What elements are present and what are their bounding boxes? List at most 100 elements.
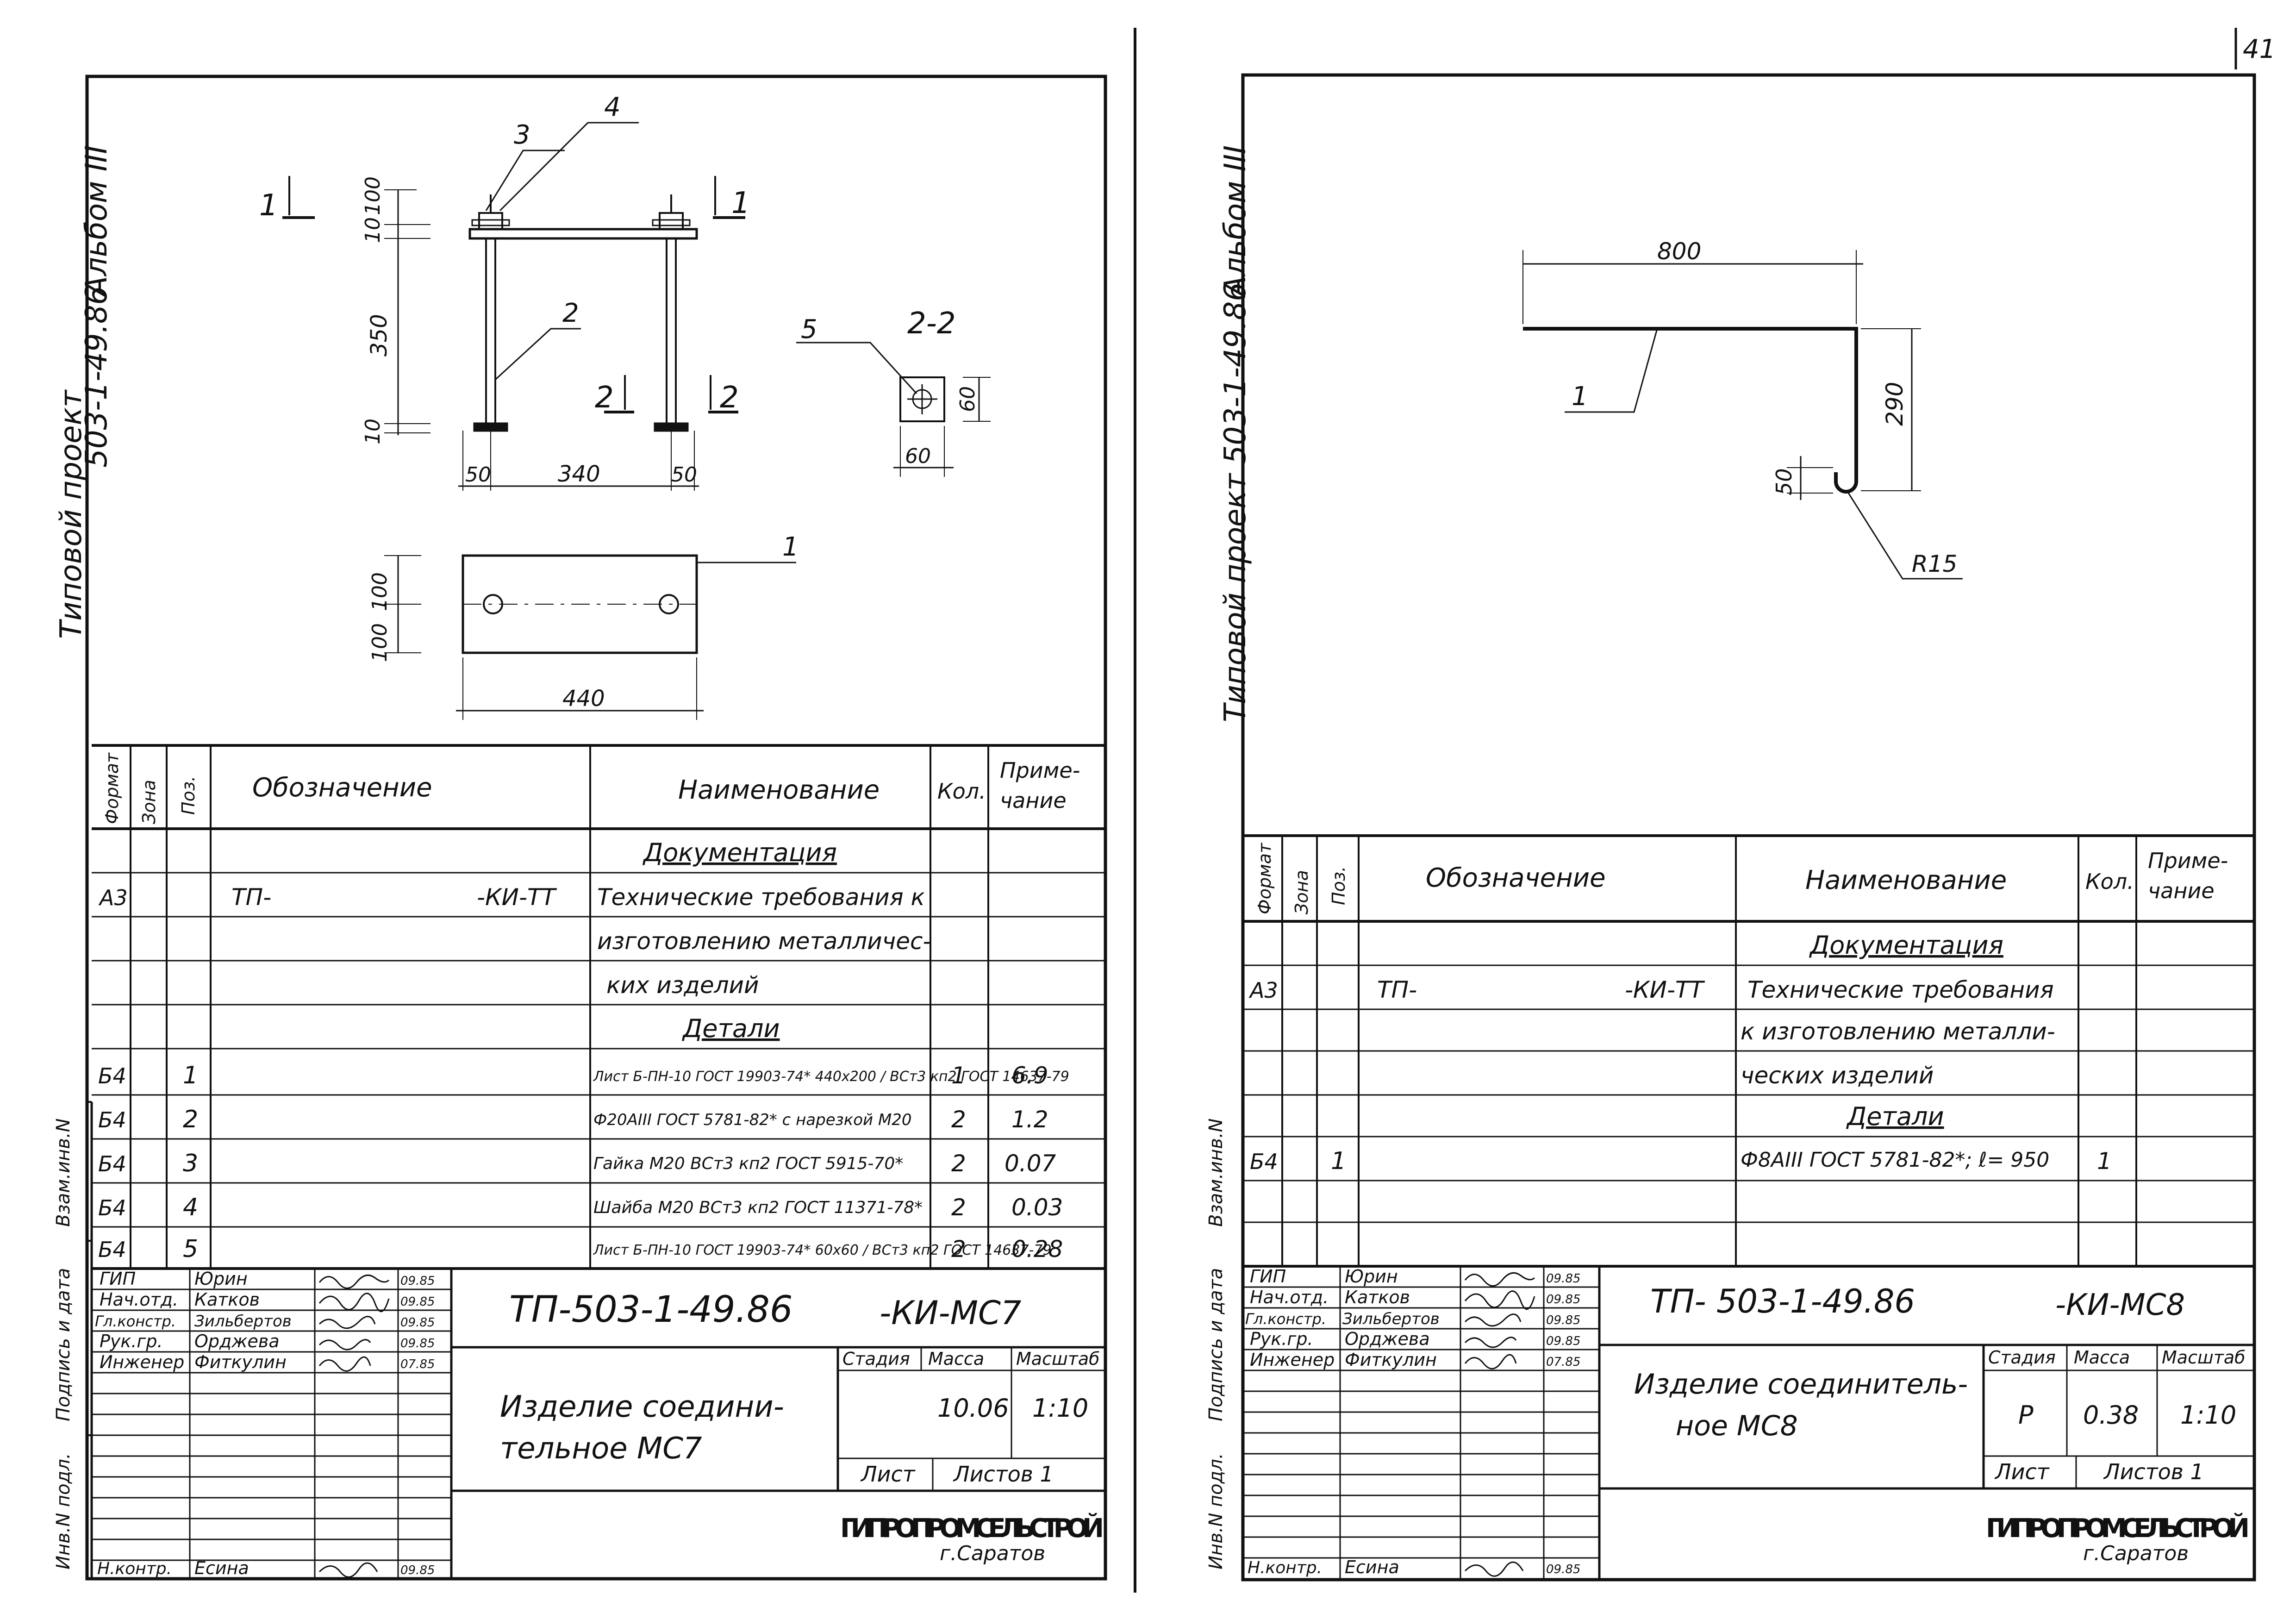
left-hdr-zone: Зона xyxy=(139,780,159,824)
right-sheet-frame xyxy=(1241,73,2256,1582)
pos-4: 4 xyxy=(604,92,621,122)
left-signer-2-date: 09.85 xyxy=(400,1316,435,1330)
left-margin-inv: Взам.инв.N xyxy=(53,1119,74,1227)
left-row-9-note: 0.28 xyxy=(1011,1236,1063,1263)
right-row-2-name: к изготовлению металли- xyxy=(1741,1018,2055,1045)
cut2-right: 2 xyxy=(720,381,739,415)
right-signer-0-name: Юрин xyxy=(1345,1266,1398,1287)
right-stage-label: Стадия xyxy=(1988,1347,2056,1368)
left-side-title-2: 503-1-49.86 xyxy=(80,286,114,468)
left-row-9-pos: 5 xyxy=(183,1235,198,1263)
left-signer-1-name: Катков xyxy=(194,1289,260,1310)
dim-60v: 60 xyxy=(956,386,980,412)
left-stage-label: Стадия xyxy=(842,1349,910,1369)
right-row-1-name: Технические требования xyxy=(1747,976,2054,1003)
right-stage: Р xyxy=(2018,1400,2034,1430)
right-hdr-qty: Кол. xyxy=(2085,869,2134,894)
left-signer-0-name: Юрин xyxy=(194,1269,248,1289)
right-hdr-pos: Поз. xyxy=(1329,866,1349,905)
pos-2: 2 xyxy=(562,298,579,328)
left-signer-2-role: Гл.констр. xyxy=(95,1313,176,1330)
dim-340: 340 xyxy=(558,461,600,487)
left-side-title-3: Типовой проект xyxy=(54,389,88,639)
right-signer-3-date: 09.85 xyxy=(1546,1334,1580,1348)
left-signer-4-name: Фиткулин xyxy=(194,1352,287,1372)
left-row-1-designation2: -КИ-ТТ xyxy=(477,884,557,911)
left-row-3-name: ких изделий xyxy=(606,972,759,999)
dim-10a: 10 xyxy=(361,217,385,243)
right-row-4-name: Детали xyxy=(1846,1102,1944,1131)
left-row-8-format: Б4 xyxy=(98,1195,126,1220)
right-checker-date: 09.85 xyxy=(1546,1563,1580,1576)
left-org: ГИПРОПРОМСЕЛЬСТРОЙ xyxy=(840,1513,1104,1544)
right-checker-name: Есина xyxy=(1345,1557,1399,1577)
right-hdr-note-2: чание xyxy=(2148,878,2215,903)
cut1-right: 1 xyxy=(731,186,750,220)
left-margin-sign: Подпись и дата xyxy=(53,1268,74,1421)
left-checker-role: Н.контр. xyxy=(97,1559,172,1578)
left-row-6-format: Б4 xyxy=(98,1107,126,1132)
right-title-2: ное МС8 xyxy=(1676,1410,1798,1442)
left-checker-name: Есина xyxy=(194,1558,249,1578)
right-signer-0-role: ГИП xyxy=(1250,1266,1286,1287)
left-hdr-name: Наименование xyxy=(678,775,880,805)
right-signer-4-name: Фиткулин xyxy=(1345,1350,1437,1370)
right-checker-role: Н.контр. xyxy=(1248,1558,1322,1577)
left-row-7-note: 0.07 xyxy=(1004,1150,1056,1177)
dim-50b: 50 xyxy=(671,463,697,487)
left-row-1-format: А3 xyxy=(98,885,128,910)
dim-50: 50 xyxy=(1772,468,1797,495)
right-row-3-name: ческих изделий xyxy=(1741,1062,1934,1089)
left-row-1-name: Технические требования к xyxy=(597,884,925,911)
left-title-1: Изделие соедини- xyxy=(500,1390,784,1424)
right-signer-4-date: 07.85 xyxy=(1546,1355,1580,1369)
left-signatures xyxy=(318,1274,390,1578)
left-signer-2-name: Зильбертов xyxy=(194,1312,292,1331)
left-signer-1-role: Нач.отд. xyxy=(100,1289,178,1310)
left-signer-3-name: Орджева xyxy=(194,1331,280,1351)
left-row-7-format: Б4 xyxy=(98,1151,126,1176)
left-mass: 10.06 xyxy=(937,1394,1009,1423)
left-signer-4-role: Инженер xyxy=(100,1352,184,1372)
left-row-9-qty: 2 xyxy=(951,1236,966,1263)
left-row-8-qty: 2 xyxy=(951,1194,966,1221)
left-row-5-pos: 1 xyxy=(183,1062,198,1089)
left-title-2: тельное МС7 xyxy=(500,1432,702,1466)
dim-350: 350 xyxy=(366,314,392,356)
right-signer-1-name: Катков xyxy=(1345,1287,1410,1307)
left-row-6-pos: 2 xyxy=(183,1106,198,1133)
right-row-1-designation2: -КИ-ТТ xyxy=(1625,976,1705,1003)
dim-100b: 100 xyxy=(368,572,392,611)
page-number: 41 xyxy=(2243,34,2276,64)
right-mass: 0.38 xyxy=(2083,1400,2139,1430)
left-row-8-pos: 4 xyxy=(183,1194,198,1221)
cut1-left: 1 xyxy=(259,188,278,223)
left-row-9-name: Лист Б-ПН-10 ГОСТ 19903-74* 60х60 / ВСт3… xyxy=(593,1242,1052,1258)
left-row-7-name: Гайка М20 ВСт3 кп2 ГОСТ 5915-70* xyxy=(593,1154,903,1173)
right-title-1: Изделие соединитель- xyxy=(1634,1368,1968,1400)
right-margin-sign: Подпись и дата xyxy=(1205,1268,1227,1421)
left-code: ТП-503-1-49.86 xyxy=(509,1289,793,1331)
right-row-5-format: Б4 xyxy=(1250,1149,1278,1174)
left-side-title-1: Альбом III xyxy=(80,145,114,298)
right-signer-1-role: Нач.отд. xyxy=(1250,1287,1329,1307)
left-row-6-qty: 2 xyxy=(951,1106,966,1133)
right-code-suffix: -КИ-МС8 xyxy=(2055,1288,2185,1322)
right-row-1-designation: ТП- xyxy=(1377,976,1417,1003)
dim-440: 440 xyxy=(562,686,605,712)
right-margin-inv: Взам.инв.N xyxy=(1205,1119,1227,1227)
left-signer-0-role: ГИП xyxy=(100,1269,136,1289)
dim-290: 290 xyxy=(1881,382,1908,426)
right-mass-label: Масса xyxy=(2074,1347,2130,1368)
left-city: г.Саратов xyxy=(940,1542,1045,1565)
right-signer-3-role: Рук.гр. xyxy=(1250,1329,1313,1349)
right-code: ТП- 503-1-49.86 xyxy=(1650,1282,1915,1320)
pos-1: 1 xyxy=(782,532,799,562)
left-row-7-pos: 3 xyxy=(183,1150,198,1177)
right-hdr-zone: Зона xyxy=(1292,870,1312,914)
right-scale-label: Масштаб xyxy=(2162,1347,2246,1368)
right-row-5-pos: 1 xyxy=(1331,1147,1346,1175)
left-row-7-qty: 2 xyxy=(951,1150,966,1177)
